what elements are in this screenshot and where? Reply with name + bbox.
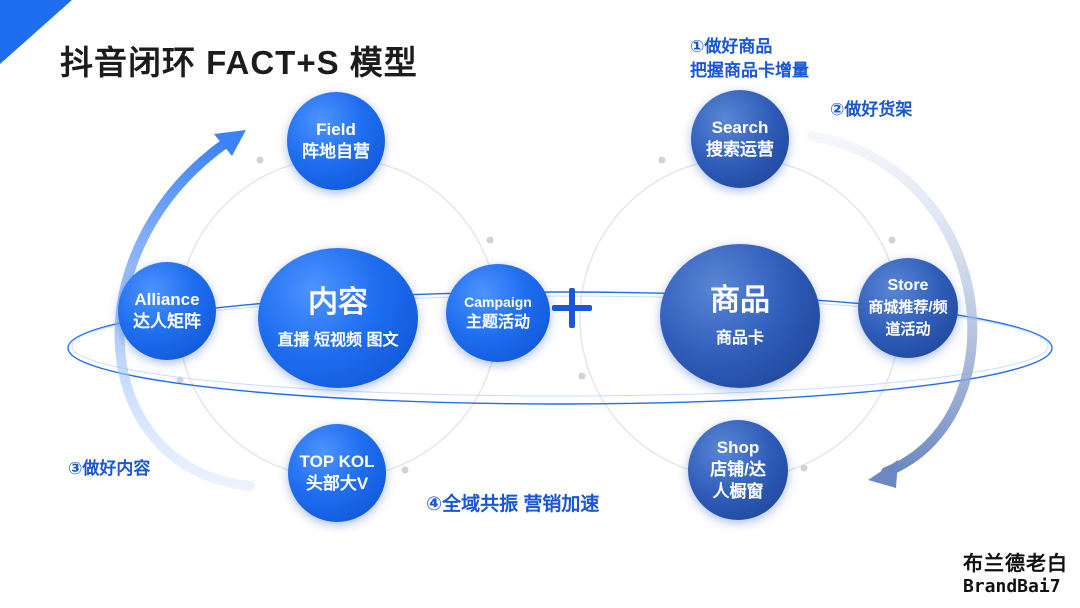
left-arrow-head bbox=[214, 130, 246, 156]
note-resonance: ④全域共振 营销加速 bbox=[426, 494, 600, 515]
node-alliance: Alliance 达人矩阵 bbox=[118, 262, 216, 360]
node-alliance-en: Alliance bbox=[134, 290, 200, 309]
note-content: ③做好内容 bbox=[68, 459, 151, 478]
node-search-cn: 搜索运营 bbox=[706, 140, 774, 159]
node-field-en: Field bbox=[316, 120, 356, 139]
note-shelf: ②做好货架 bbox=[830, 100, 913, 119]
node-campaign: Campaign 主题活动 bbox=[446, 264, 550, 362]
right-arrow-head bbox=[868, 460, 898, 488]
brand-logo-en: BrandBai7 bbox=[963, 576, 1061, 597]
node-goods-title: 商品 bbox=[710, 284, 770, 317]
node-shop-en: Shop bbox=[716, 438, 760, 457]
plus-icon bbox=[552, 288, 592, 328]
node-content-subtitle: 直播 短视频 图文 bbox=[277, 332, 399, 349]
node-shop: Shop 店铺/达人橱窗 bbox=[688, 420, 788, 520]
node-search: Search 搜索运营 bbox=[691, 90, 789, 188]
node-goods: 商品 商品卡 bbox=[660, 244, 820, 388]
node-topkol-cn: 头部大V bbox=[305, 474, 369, 493]
right-cycle-arrow bbox=[807, 131, 978, 477]
corner-accent bbox=[0, 0, 72, 64]
left-cycle-arrow bbox=[114, 135, 255, 491]
brand-logo: 布兰德老白 BrandBai7 bbox=[963, 552, 1068, 598]
node-topkol: TOP KOL 头部大V bbox=[288, 424, 386, 522]
node-topkol-en: TOP KOL bbox=[299, 452, 375, 471]
node-store-cn: 商城推荐/频道活动 bbox=[868, 299, 948, 338]
node-search-en: Search bbox=[711, 118, 769, 137]
node-content-title: 内容 bbox=[308, 286, 368, 319]
node-store-en: Store bbox=[887, 277, 929, 294]
node-store: Store 商城推荐/频道活动 bbox=[858, 258, 958, 358]
node-alliance-cn: 达人矩阵 bbox=[133, 312, 201, 331]
ribbon-ellipse bbox=[67, 291, 1053, 405]
page-title: 抖音闭环 FACT+S 模型 bbox=[60, 44, 418, 81]
node-goods-subtitle: 商品卡 bbox=[715, 330, 764, 347]
note-goods-2: 把握商品卡增量 bbox=[690, 61, 809, 80]
node-campaign-en: Campaign bbox=[464, 294, 532, 310]
orbit-dots bbox=[176, 156, 896, 474]
ribbon-ellipse-inner bbox=[71, 295, 1049, 397]
node-content: 内容 直播 短视频 图文 bbox=[258, 248, 418, 388]
note-goods-1: ①做好商品 bbox=[690, 37, 773, 56]
node-field: Field 阵地自营 bbox=[287, 92, 385, 190]
node-shop-cn: 店铺/达人橱窗 bbox=[710, 460, 766, 501]
node-field-cn: 阵地自营 bbox=[302, 142, 370, 161]
node-campaign-cn: 主题活动 bbox=[465, 314, 530, 331]
brand-logo-cn: 布兰德老白 bbox=[963, 553, 1068, 575]
